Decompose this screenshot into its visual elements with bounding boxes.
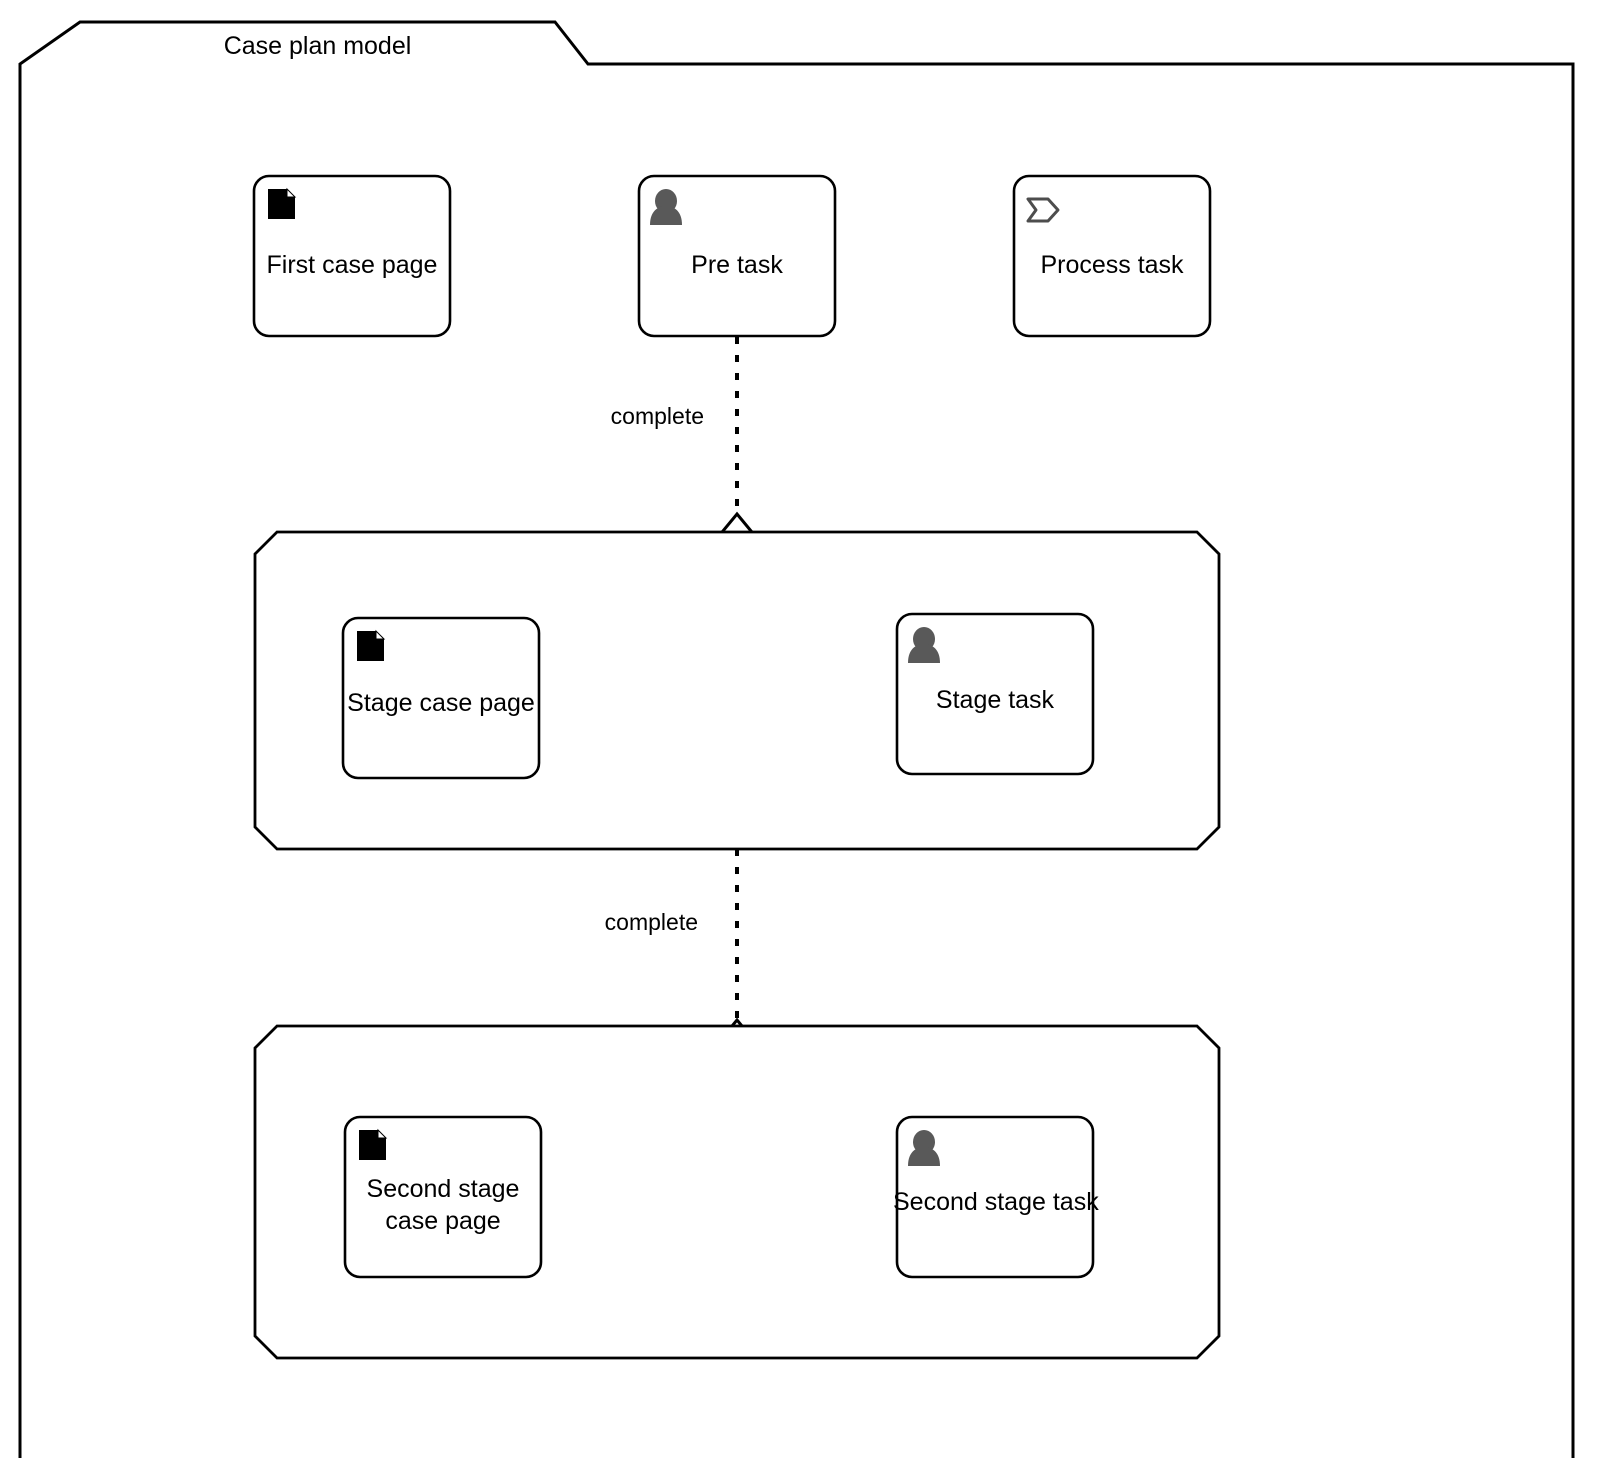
task-box-process-task[interactable]	[1012, 174, 1212, 338]
process-task-icon	[1026, 197, 1060, 223]
task-box-second-stage-task[interactable]	[895, 1115, 1095, 1279]
task-label-second-stage-case-page: Second stage case page	[366, 1175, 520, 1235]
task-box-pre-task[interactable]	[637, 174, 837, 338]
task-label-pre-task: Pre task	[691, 251, 783, 279]
task-label-stage-task: Stage task	[935, 686, 1055, 714]
task-box-stage-task[interactable]	[895, 612, 1095, 776]
task-box-second-stage-case-page[interactable]	[343, 1115, 543, 1279]
task-label-process-task: Process task	[1040, 251, 1184, 279]
connector-label-complete-2: complete	[604, 909, 698, 935]
case-page-icon	[357, 629, 386, 661]
task-box-first-case-page[interactable]	[252, 174, 452, 338]
task-label-stage-case-page: Stage case page	[347, 689, 535, 717]
human-task-icon	[908, 1130, 940, 1166]
task-box-stage-case-page[interactable]	[341, 616, 541, 780]
page-title: Case plan model	[223, 32, 412, 60]
case-page-icon	[359, 1128, 388, 1160]
case-plan-model-frame[interactable]	[18, 20, 1575, 1458]
human-task-icon	[908, 627, 940, 663]
connector-label-complete-1: complete	[610, 403, 704, 429]
human-task-icon	[650, 189, 682, 225]
task-label-first-case-page: First case page	[266, 251, 438, 279]
case-page-icon	[268, 187, 297, 219]
task-label-second-stage-task: Second stage task	[893, 1188, 1099, 1216]
